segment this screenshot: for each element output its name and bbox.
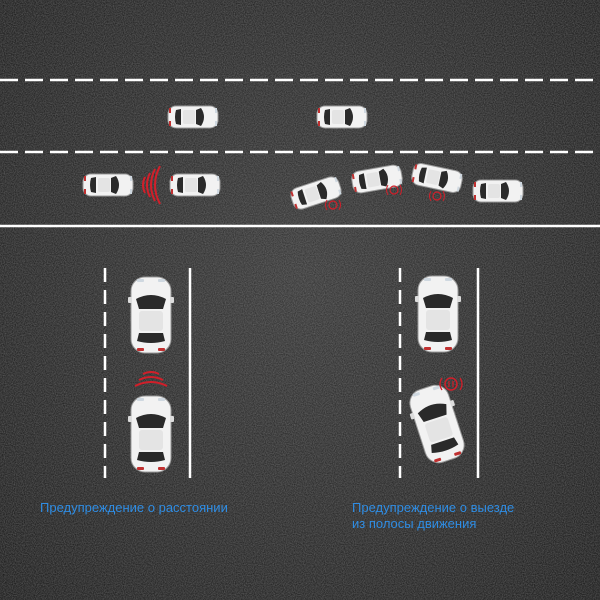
car-top-lane-1 — [167, 105, 219, 129]
lane-departure-caption: Предупреждение о выезде из полосы движен… — [352, 500, 514, 532]
distance-warning-caption: Предупреждение о расстоянии — [40, 500, 228, 515]
distance-radar-icon — [134, 371, 168, 387]
lane-departure-icon — [439, 377, 463, 391]
car-lane-change-4 — [472, 179, 524, 203]
lane-markings-right — [398, 268, 480, 478]
car-lead — [82, 173, 134, 197]
lane-departure-caption-line1: Предупреждение о выезде — [352, 500, 515, 515]
lane-markings-left — [103, 268, 192, 478]
lane-departure-caption-line2: из полосы движения — [352, 516, 477, 531]
car-top-lane-2 — [316, 105, 368, 129]
lane-markings-top — [0, 78, 600, 228]
radar-waves-icon — [142, 165, 161, 205]
car-rear-left — [127, 395, 175, 473]
car-front-right — [414, 275, 462, 353]
car-front-left — [127, 276, 175, 354]
car-following — [169, 173, 221, 197]
